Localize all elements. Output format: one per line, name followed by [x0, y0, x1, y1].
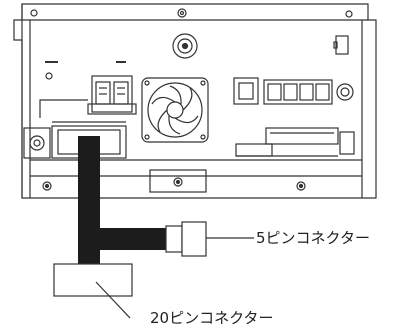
connector-20pin-label: 20ピンコネクター — [150, 309, 274, 327]
cable-harness — [78, 136, 168, 268]
antenna-jack — [172, 33, 198, 59]
top-screw-right — [177, 8, 187, 18]
usb-connector-block — [87, 75, 137, 115]
unit-body — [13, 3, 377, 199]
leader-line-20pin — [95, 281, 131, 319]
round-jack-right — [336, 83, 354, 101]
left-mounting-hole — [45, 61, 58, 80]
top-screw-far-right — [345, 10, 353, 18]
small-square-connector — [233, 77, 259, 105]
lower-right-connector-strip — [235, 127, 355, 157]
four-port-connector — [263, 79, 333, 105]
cooling-fan — [141, 77, 209, 143]
bottom-screw-center — [149, 169, 207, 193]
connector-5pin-plug — [165, 221, 207, 257]
connector-5pin-label: 5ピンコネクター — [256, 229, 370, 247]
connector-20pin-plug — [53, 263, 133, 297]
bottom-screw-right — [296, 181, 306, 191]
left-round-jack — [23, 99, 88, 159]
right-top-connector — [333, 35, 349, 55]
top-screw-left — [30, 9, 38, 17]
bottom-screw-left — [42, 181, 52, 191]
